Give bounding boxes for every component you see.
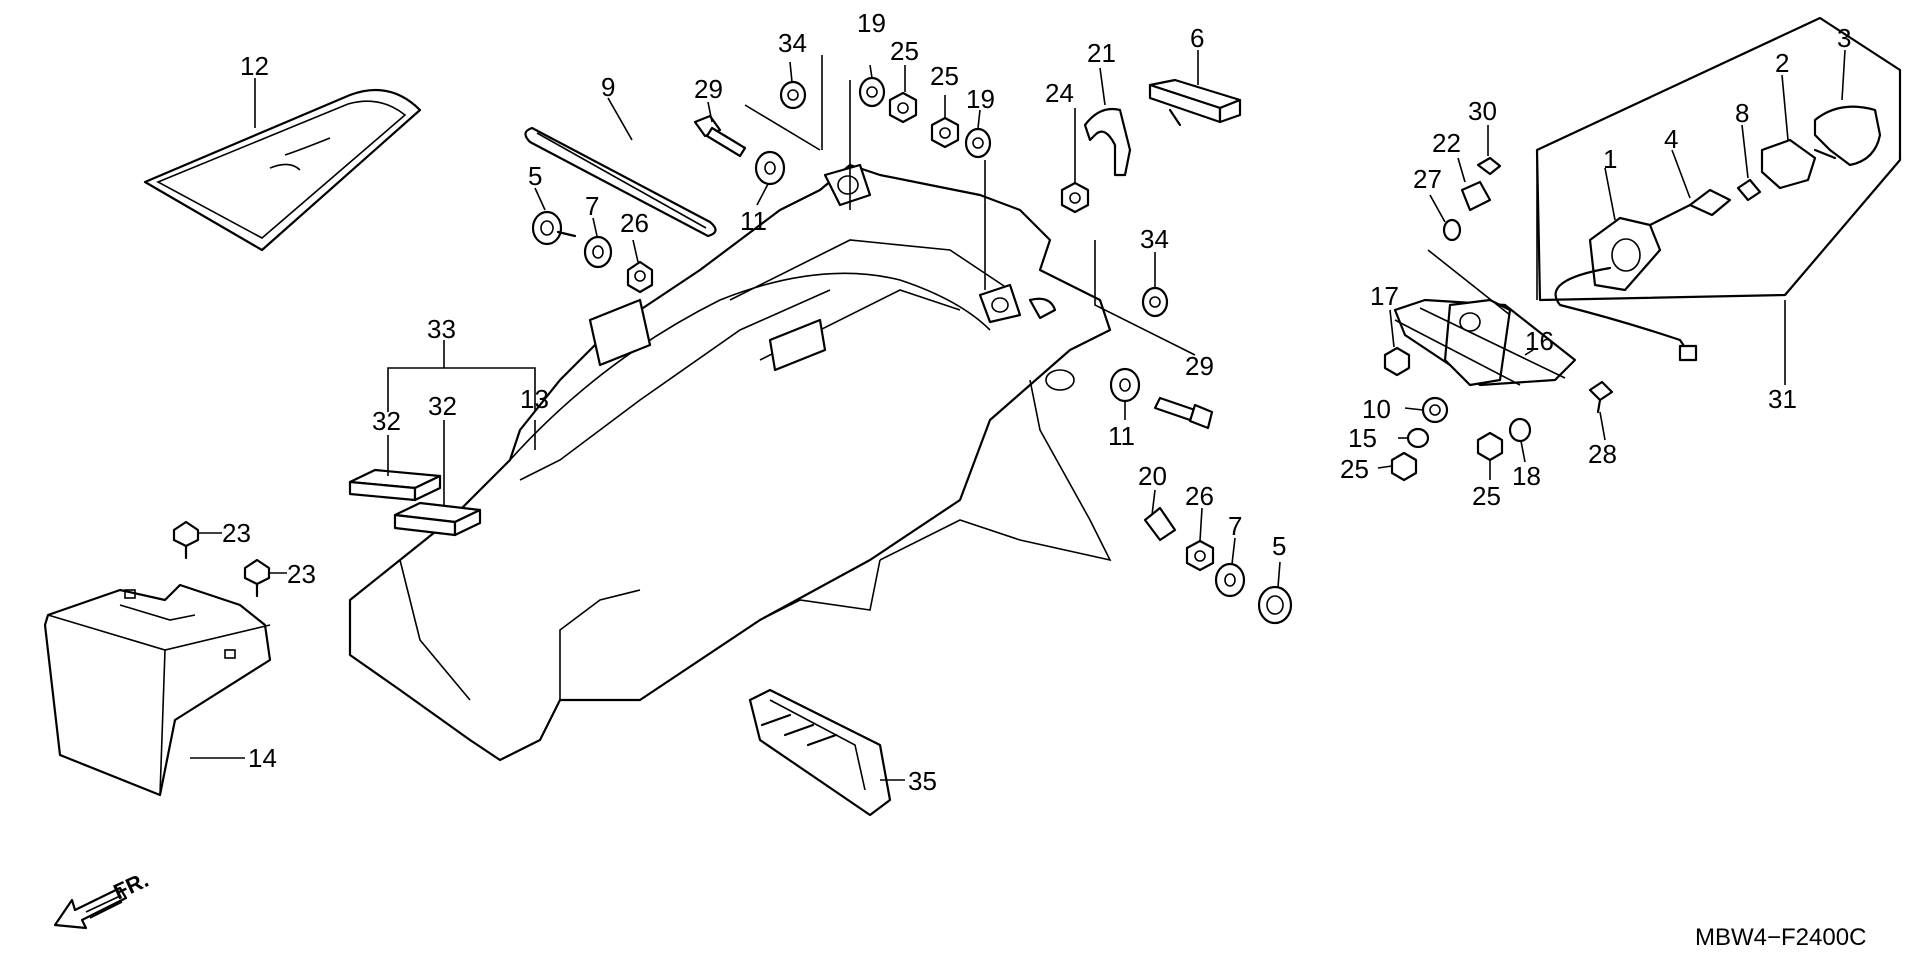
part-9-band — [524, 126, 717, 238]
callout-5b: 5 — [1272, 531, 1286, 561]
callout-25b: 25 — [930, 61, 959, 91]
callout-25d: 25 — [1472, 481, 1501, 511]
callout-33: 33 — [427, 314, 456, 344]
callout-16: 16 — [1525, 326, 1554, 356]
callout-32b: 32 — [428, 391, 457, 421]
callout-4: 4 — [1664, 124, 1678, 154]
callout-7b: 7 — [1228, 511, 1242, 541]
leader-lines — [190, 49, 1846, 781]
callout-20: 20 — [1138, 461, 1167, 491]
callout-25: 25 — [890, 36, 919, 66]
callout-8: 8 — [1735, 98, 1749, 128]
callout-32: 32 — [372, 406, 401, 436]
callout-17: 17 — [1370, 281, 1399, 311]
callout-21: 21 — [1087, 38, 1116, 68]
callout-29: 29 — [694, 74, 723, 104]
part-13-rear-fender — [348, 163, 1112, 762]
callout-12: 12 — [240, 51, 269, 81]
callout-2: 2 — [1775, 48, 1789, 78]
part-8-bulb — [1736, 178, 1762, 202]
callout-5: 5 — [528, 161, 542, 191]
callout-7: 7 — [585, 191, 599, 221]
part-32-pad-a — [348, 468, 442, 502]
callout-28: 28 — [1588, 439, 1617, 469]
part-4-bulb-socket — [1648, 188, 1732, 227]
part-3-cover — [1813, 105, 1882, 167]
callout-29b: 29 — [1185, 351, 1214, 381]
callout-10: 10 — [1362, 394, 1391, 424]
part-31-tail-light-box — [1535, 16, 1902, 302]
part-32-pad-b — [393, 501, 482, 537]
callout-26b: 26 — [1185, 481, 1214, 511]
part-2-lens — [1760, 138, 1817, 190]
callout-27: 27 — [1413, 164, 1442, 194]
callout-14: 14 — [248, 743, 277, 773]
callout-35: 35 — [908, 766, 937, 796]
hardware-left — [172, 76, 992, 598]
part-1-lamp-holder — [1554, 216, 1698, 362]
callout-23: 23 — [222, 518, 251, 548]
callout-26: 26 — [620, 208, 649, 238]
callout-25c: 25 — [1340, 454, 1369, 484]
callout-11b: 11 — [1108, 421, 1135, 451]
callout-34b: 34 — [1140, 224, 1169, 254]
callout-6: 6 — [1190, 23, 1204, 53]
callout-labels: 1 2 3 4 5 5 6 7 7 8 9 10 11 11 12 13 14 … — [222, 8, 1851, 796]
callout-18: 18 — [1512, 461, 1541, 491]
callout-24: 24 — [1045, 78, 1074, 108]
callout-19b: 19 — [966, 84, 995, 114]
callout-30: 30 — [1468, 96, 1497, 126]
callout-19: 19 — [857, 8, 886, 38]
callout-22: 22 — [1432, 128, 1461, 158]
callout-9: 9 — [601, 72, 615, 102]
part-12-sheet — [143, 88, 422, 252]
callout-15: 15 — [1348, 423, 1377, 453]
part-14-bracket — [43, 583, 272, 797]
callout-13: 13 — [520, 384, 549, 414]
hardware-center-right — [1060, 78, 1293, 625]
callout-3: 3 — [1837, 23, 1851, 53]
diagram-code: MBW4−F2400C — [1695, 924, 1866, 951]
callout-31: 31 — [1768, 384, 1797, 414]
callout-1: 1 — [1603, 144, 1617, 174]
part-35-reflector — [748, 688, 892, 817]
callout-34: 34 — [778, 28, 807, 58]
callout-11: 11 — [740, 206, 767, 236]
front-direction-arrow: FR. — [53, 867, 152, 930]
callout-23b: 23 — [287, 559, 316, 589]
